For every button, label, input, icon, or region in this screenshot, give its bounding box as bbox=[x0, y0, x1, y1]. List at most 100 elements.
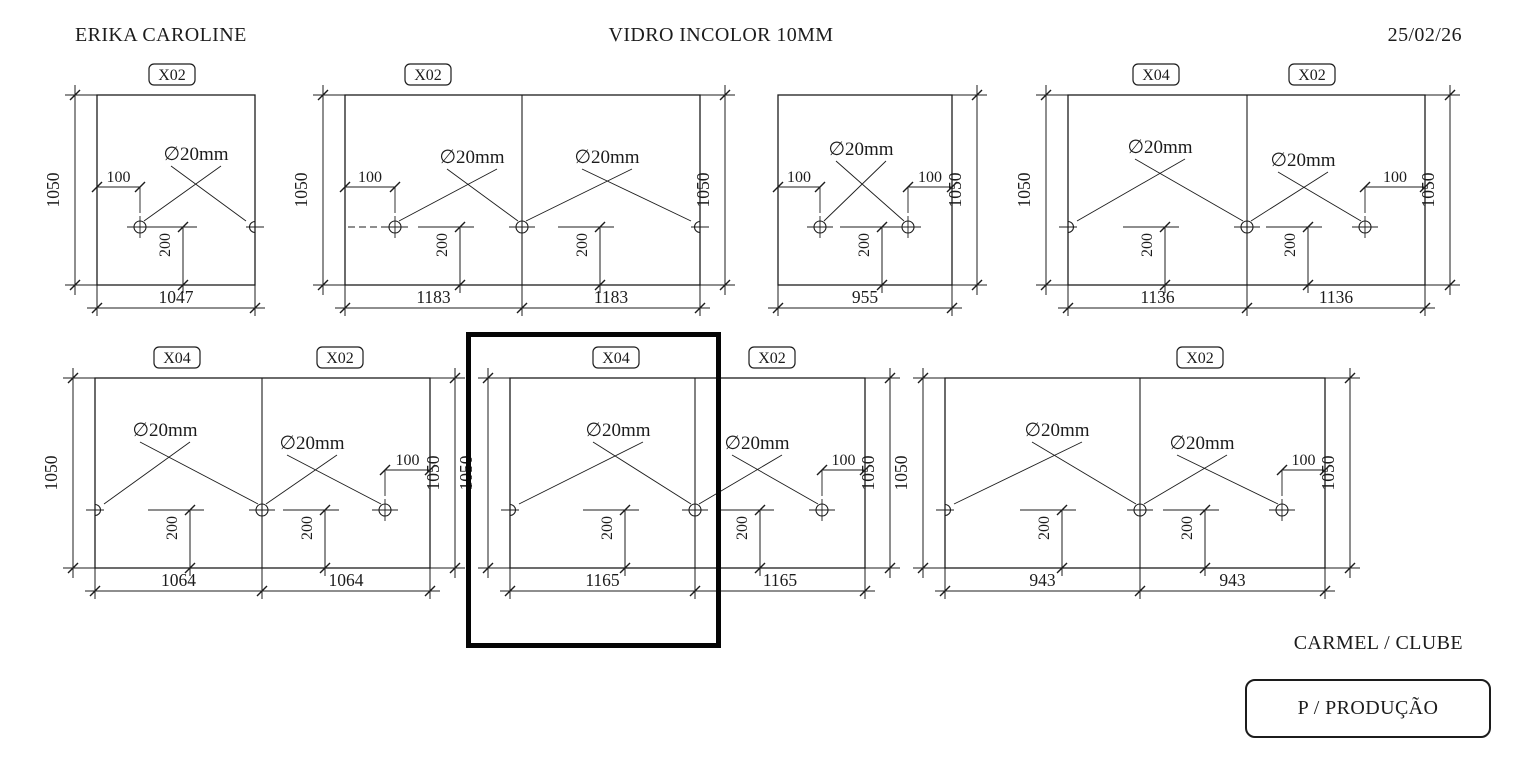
dim-tick bbox=[317, 279, 329, 291]
panel-tag-label: X02 bbox=[1186, 350, 1214, 367]
dim-tick bbox=[339, 302, 351, 314]
width-dim-label: 1183 bbox=[416, 287, 451, 307]
leader-line bbox=[592, 441, 692, 505]
glass-panel bbox=[509, 377, 866, 569]
dim-tick bbox=[594, 221, 606, 233]
leader-line bbox=[1277, 171, 1362, 222]
leader-line bbox=[835, 160, 905, 222]
panel-tag-box bbox=[592, 346, 640, 369]
dim-tick bbox=[504, 585, 516, 597]
offset-100-label: 100 bbox=[396, 452, 420, 469]
offset-100-label: 100 bbox=[832, 452, 856, 469]
leader-line bbox=[525, 168, 633, 222]
dim-tick bbox=[1199, 504, 1211, 516]
offset-200-label: 200 bbox=[734, 516, 751, 540]
dim-tick bbox=[454, 279, 466, 291]
leader-line bbox=[1134, 158, 1244, 222]
dim-tick bbox=[1040, 279, 1052, 291]
leader-line bbox=[446, 168, 519, 222]
dim-tick bbox=[1419, 302, 1431, 314]
leader-line bbox=[518, 441, 644, 505]
width-dim-label: 943 bbox=[1219, 570, 1246, 590]
panel-tag-box bbox=[1132, 63, 1180, 86]
dim-tick bbox=[939, 585, 951, 597]
dim-tick bbox=[1241, 302, 1253, 314]
dim-tick bbox=[184, 504, 196, 516]
dim-tick bbox=[1444, 89, 1456, 101]
offset-200-label: 200 bbox=[599, 516, 616, 540]
width-dim-label: 1136 bbox=[1140, 287, 1175, 307]
dim-tick bbox=[516, 302, 528, 314]
leader-line bbox=[143, 165, 222, 222]
dim-tick bbox=[69, 279, 81, 291]
dim-tick bbox=[689, 585, 701, 597]
dim-tick bbox=[67, 372, 79, 384]
offset-200-label: 200 bbox=[1139, 233, 1156, 257]
height-dim-label: 1050 bbox=[1014, 172, 1034, 207]
dim-tick bbox=[1319, 464, 1331, 476]
dim-tick bbox=[884, 562, 896, 574]
panel-tag-label: X02 bbox=[158, 67, 186, 84]
hole-diameter-label: ∅20mm bbox=[724, 433, 789, 454]
dim-tick bbox=[917, 372, 929, 384]
height-dim-label: 1050 bbox=[1318, 455, 1338, 490]
dim-tick bbox=[1056, 504, 1068, 516]
dim-tick bbox=[449, 372, 461, 384]
glass-panel bbox=[777, 94, 953, 286]
leader-line bbox=[139, 441, 259, 505]
leader-line bbox=[1176, 454, 1279, 505]
dim-tick bbox=[619, 504, 631, 516]
dim-tick bbox=[482, 562, 494, 574]
panel-tag-label: X02 bbox=[1298, 67, 1326, 84]
dim-tick bbox=[1344, 372, 1356, 384]
dim-tick bbox=[1134, 585, 1146, 597]
dim-tick bbox=[449, 562, 461, 574]
dim-tick bbox=[1199, 562, 1211, 574]
production-stamp-label: P / PRODUÇÃO bbox=[1297, 697, 1439, 719]
leader-line bbox=[581, 168, 692, 222]
height-dim-label: 1050 bbox=[693, 172, 713, 207]
glass-panel bbox=[944, 377, 1326, 569]
dim-tick bbox=[1159, 279, 1171, 291]
width-dim-label: 1047 bbox=[159, 287, 194, 307]
hole-diameter-label: ∅20mm bbox=[1169, 433, 1234, 454]
dim-tick bbox=[754, 504, 766, 516]
dim-tick bbox=[319, 562, 331, 574]
dim-tick bbox=[1040, 89, 1052, 101]
dim-tick bbox=[1302, 279, 1314, 291]
panel-tag-box bbox=[404, 63, 452, 86]
dim-tick bbox=[754, 562, 766, 574]
dim-tick bbox=[177, 279, 189, 291]
hole-diameter-label: ∅20mm bbox=[132, 420, 197, 441]
leader-line bbox=[170, 165, 247, 222]
leader-line bbox=[698, 454, 783, 505]
width-dim-label: 1064 bbox=[161, 570, 196, 590]
dim-tick bbox=[719, 279, 731, 291]
panel-tag-box bbox=[153, 346, 201, 369]
dim-tick bbox=[772, 181, 784, 193]
offset-200-label: 200 bbox=[856, 233, 873, 257]
dim-tick bbox=[424, 464, 436, 476]
dim-tick bbox=[859, 585, 871, 597]
selection-highlight-box bbox=[466, 332, 721, 648]
offset-200-label: 200 bbox=[434, 233, 451, 257]
dim-tick bbox=[454, 221, 466, 233]
offset-200-label: 200 bbox=[574, 233, 591, 257]
offset-200-label: 200 bbox=[1036, 516, 1053, 540]
dim-tick bbox=[946, 302, 958, 314]
leader-line bbox=[103, 441, 191, 505]
dim-tick bbox=[249, 302, 261, 314]
dim-tick bbox=[317, 89, 329, 101]
dim-tick bbox=[619, 562, 631, 574]
dim-tick bbox=[91, 181, 103, 193]
panel-tag-box bbox=[1288, 63, 1336, 86]
width-dim-label: 1165 bbox=[585, 570, 620, 590]
dim-tick bbox=[339, 181, 351, 193]
leader-line bbox=[731, 454, 819, 505]
